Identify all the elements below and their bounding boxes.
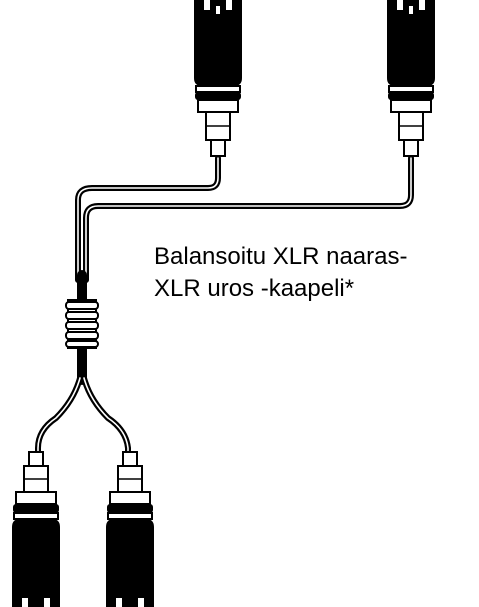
xlr-male-connector-bottom-left	[12, 451, 60, 607]
cable-wires	[35, 155, 414, 455]
splitter-coil	[65, 299, 99, 349]
xlr-male-connector-bottom-right	[106, 451, 154, 607]
caption-line-1: Balansoitu XLR naaras-	[154, 243, 408, 270]
caption-line-2: XLR uros -kaapeli*	[154, 275, 355, 302]
xlr-female-connector-top-right	[387, 0, 435, 157]
xlr-female-connector-top-left	[194, 0, 242, 157]
cable-caption: Balansoitu XLR naaras- XLR uros -kaapeli…	[154, 241, 407, 305]
